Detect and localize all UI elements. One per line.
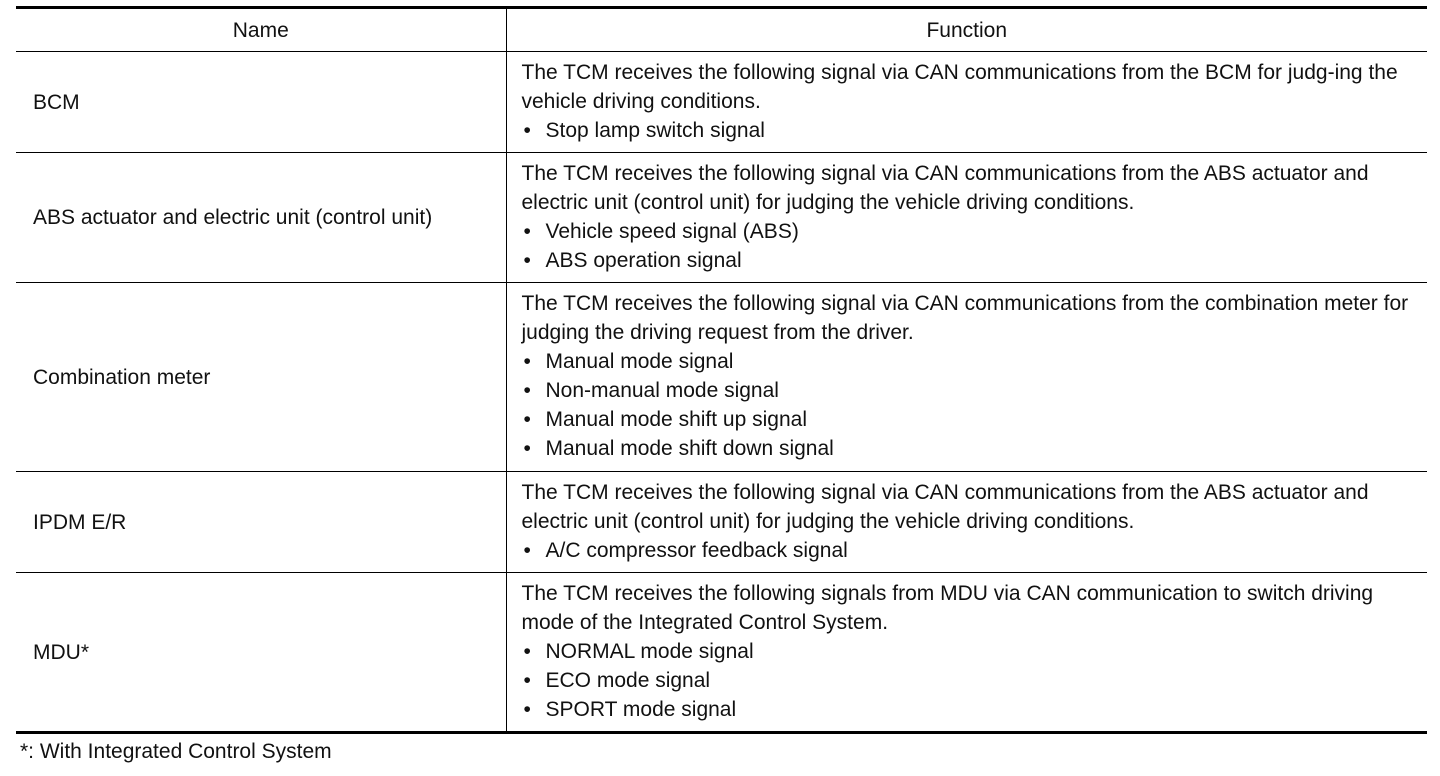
function-description: The TCM receives the following signal vi… [521, 161, 1369, 214]
signal-list-item: Non-manual mode signal [522, 376, 1420, 405]
signal-list-item: A/C compressor feedback signal [522, 536, 1420, 565]
function-description: The TCM receives the following signal vi… [521, 480, 1369, 533]
function-description: The TCM receives the following signal vi… [521, 292, 1409, 344]
table-row: MDU* The TCM receives the following signa… [16, 572, 1427, 733]
table-row: Combination meter The TCM receives the fo… [16, 282, 1427, 472]
table-body: BCM The TCM receives the following signal… [16, 51, 1427, 733]
signal-list-item: Manual mode signal [522, 347, 1420, 376]
signal-list-item: NORMAL mode signal [522, 637, 1420, 666]
signal-list: A/C compressor feedback signal [522, 536, 1420, 565]
signal-list: Manual mode signalNon-manual mode signal… [522, 347, 1420, 463]
row-function-cell: The TCM receives the following signal vi… [506, 152, 1427, 283]
can-signal-table: Name Function BCM The TCM receives the fo… [16, 6, 1427, 734]
table-row: ABS actuator and electric unit (control … [16, 152, 1427, 283]
table-header-row: Name Function [16, 7, 1427, 52]
signal-list-item: Stop lamp switch signal [522, 116, 1420, 145]
function-description: The TCM receives the following signals f… [521, 581, 1374, 634]
row-function-cell: The TCM receives the following signals f… [506, 572, 1427, 733]
function-description: The TCM receives the following signal vi… [521, 60, 1398, 113]
signal-list: Stop lamp switch signal [522, 116, 1420, 145]
row-function-cell: The TCM receives the following signal vi… [506, 471, 1427, 573]
signal-list-item: ECO mode signal [522, 666, 1420, 695]
signal-list-item: Vehicle speed signal (ABS) [522, 217, 1420, 246]
signal-list-item: Manual mode shift down signal [522, 434, 1420, 463]
row-name-cell: MDU* [16, 572, 507, 733]
row-name-cell: IPDM E/R [16, 471, 507, 573]
footnote: *: With Integrated Control System [20, 740, 332, 763]
table-row: IPDM E/R The TCM receives the following s… [16, 471, 1427, 573]
header-function: Function [506, 7, 1427, 52]
header-name: Name [16, 7, 507, 52]
row-name-cell: Combination meter [16, 282, 507, 472]
table-row: BCM The TCM receives the following signal… [16, 51, 1427, 153]
row-name-cell: BCM [16, 51, 507, 153]
signal-list: Vehicle speed signal (ABS)ABS operation … [522, 217, 1420, 275]
signal-table-container: Name Function BCM The TCM receives the fo… [16, 6, 1427, 734]
signal-list-item: ABS operation signal [522, 246, 1420, 275]
row-function-cell: The TCM receives the following signal vi… [506, 51, 1427, 153]
row-name-cell: ABS actuator and electric unit (control … [16, 152, 507, 283]
signal-list-item: SPORT mode signal [522, 695, 1420, 724]
row-function-cell: The TCM receives the following signal vi… [506, 282, 1427, 472]
signal-list: NORMAL mode signalECO mode signalSPORT m… [522, 637, 1420, 724]
signal-list-item: Manual mode shift up signal [522, 405, 1420, 434]
